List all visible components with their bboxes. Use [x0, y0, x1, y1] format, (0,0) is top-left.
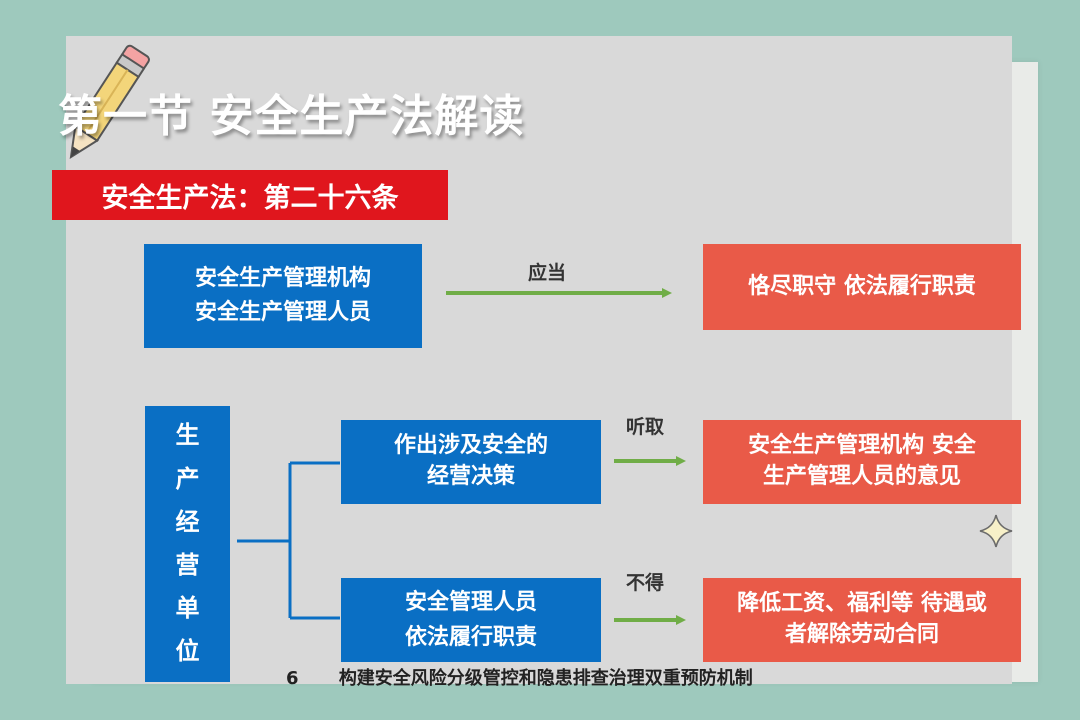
- footer: 6 构建安全风险分级管控和隐患排查治理双重预防机制: [286, 664, 753, 690]
- row1-left-line-1: 安全生产管理机构: [194, 265, 371, 291]
- row2-verb: 听取: [626, 416, 665, 438]
- page-title: 第一节 安全生产法解读: [58, 91, 525, 142]
- row1-right-text: 恪尽职守 依法履行职责: [748, 273, 976, 299]
- unit-char-1: 生: [175, 421, 200, 450]
- row3-verb: 不得: [626, 572, 665, 594]
- row3-right-box: 降低工资、福利等 待遇或 者解除劳动合同: [703, 578, 1021, 662]
- row2-right-line-1: 安全生产管理机构 安全: [748, 433, 976, 459]
- row3-right-line-1: 降低工资、福利等 待遇或: [737, 591, 987, 617]
- page-number: 6: [286, 668, 299, 689]
- row2-left-line-2: 经营决策: [426, 464, 515, 489]
- pencil-icon: [69, 44, 150, 160]
- unit-char-4: 营: [175, 551, 200, 579]
- row3-left-box: 安全管理人员 依法履行职责: [341, 578, 601, 662]
- row3-left-line-2: 依法履行职责: [404, 625, 537, 650]
- row2-left-box: 作出涉及安全的 经营决策: [341, 420, 601, 504]
- row3-right-line-2: 者解除劳动合同: [784, 622, 939, 647]
- unit-box: 生 产 经 营 单 位: [145, 406, 230, 682]
- unit-char-6: 位: [175, 637, 200, 666]
- row2-right-box: 安全生产管理机构 安全 生产管理人员的意见: [703, 420, 1021, 504]
- row1-right-box: 恪尽职守 依法履行职责: [703, 244, 1021, 330]
- bracket-connector: [237, 461, 340, 620]
- row1-left-line-2: 安全生产管理人员: [194, 300, 371, 325]
- sparkle-icon: [979, 514, 1013, 548]
- row2-right-line-2: 生产管理人员的意见: [762, 464, 961, 489]
- unit-char-3: 经: [175, 507, 200, 536]
- row3-left-line-1: 安全管理人员: [404, 589, 537, 615]
- unit-char-2: 产: [175, 464, 200, 493]
- row2-left-line-1: 作出涉及安全的: [393, 433, 548, 459]
- row1-left-box: 安全生产管理机构 安全生产管理人员: [144, 244, 422, 348]
- unit-char-5: 单: [175, 594, 200, 623]
- article-banner: 安全生产法：第二十六条: [52, 170, 448, 220]
- row1-verb: 应当: [528, 262, 567, 284]
- footer-text: 构建安全风险分级管控和隐患排查治理双重预防机制: [338, 668, 753, 689]
